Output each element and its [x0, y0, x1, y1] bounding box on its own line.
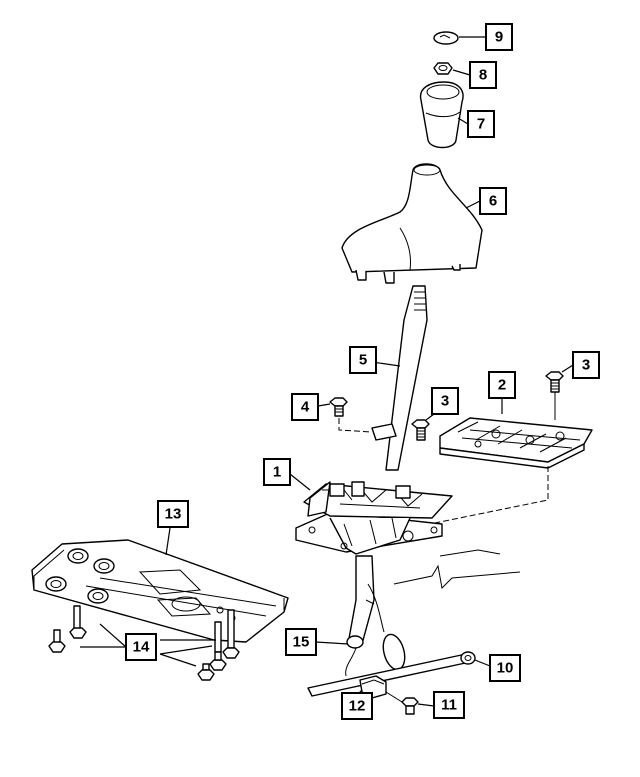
callout-1: 1	[263, 458, 291, 486]
callout-3-center: 3	[431, 387, 459, 415]
svg-text:14: 14	[133, 639, 150, 656]
svg-text:13: 13	[165, 506, 182, 523]
svg-text:3: 3	[441, 393, 449, 410]
callout-8: 8	[469, 61, 497, 89]
svg-text:1: 1	[273, 464, 281, 481]
part-bezel-plate	[31, 539, 289, 643]
break-line	[393, 549, 521, 590]
part-shift-knob	[419, 81, 464, 149]
part-shift-boot	[341, 163, 483, 284]
part-lower-lever	[346, 555, 406, 671]
part-shift-lever	[371, 285, 428, 471]
part-shift-rod	[307, 651, 476, 697]
part-bolt-14d	[222, 609, 240, 659]
svg-text:4: 4	[301, 399, 310, 416]
part-cap	[433, 31, 459, 45]
callout-9: 9	[485, 23, 513, 51]
part-bolt-3a	[411, 419, 430, 441]
svg-text:10: 10	[497, 660, 514, 677]
dash-cover-to-housing	[429, 466, 549, 525]
svg-text:7: 7	[477, 116, 485, 133]
callout-3-right: 3	[572, 351, 600, 379]
part-bolt-14b	[48, 629, 66, 653]
part-bolt-4	[329, 397, 348, 417]
callout-2: 2	[488, 371, 516, 399]
svg-text:12: 12	[349, 698, 366, 715]
svg-text:8: 8	[479, 67, 487, 84]
svg-text:15: 15	[293, 634, 310, 651]
callout-13: 13	[157, 500, 189, 528]
bolt11-axis	[385, 691, 403, 703]
part-bolt-14e	[197, 663, 215, 681]
dash-bolt4-to-housing	[338, 418, 373, 433]
part-bolt-3b	[545, 371, 564, 393]
callout-14: 14	[125, 633, 157, 661]
leader-lines	[80, 36, 574, 707]
callout-12: 12	[341, 692, 373, 720]
callout-10: 10	[489, 654, 521, 682]
svg-text:2: 2	[498, 377, 506, 394]
part-bolt-14a	[69, 605, 87, 639]
cable-wire	[345, 647, 357, 677]
svg-text:6: 6	[489, 193, 497, 210]
callout-5: 5	[349, 346, 377, 374]
part-shifter-housing	[295, 481, 453, 555]
part-bolt-11	[401, 697, 419, 715]
part-nut	[433, 62, 453, 75]
callout-4: 4	[291, 393, 319, 421]
svg-text:11: 11	[441, 697, 457, 714]
svg-text:5: 5	[359, 352, 367, 369]
callout-15: 15	[285, 628, 317, 656]
callout-7: 7	[467, 110, 495, 138]
svg-text:3: 3	[582, 357, 590, 374]
part-bolt-14c	[209, 621, 227, 671]
callout-6: 6	[479, 187, 507, 215]
svg-text:9: 9	[495, 29, 503, 46]
part-cover-plate	[439, 417, 593, 469]
callout-11: 11	[433, 691, 465, 719]
